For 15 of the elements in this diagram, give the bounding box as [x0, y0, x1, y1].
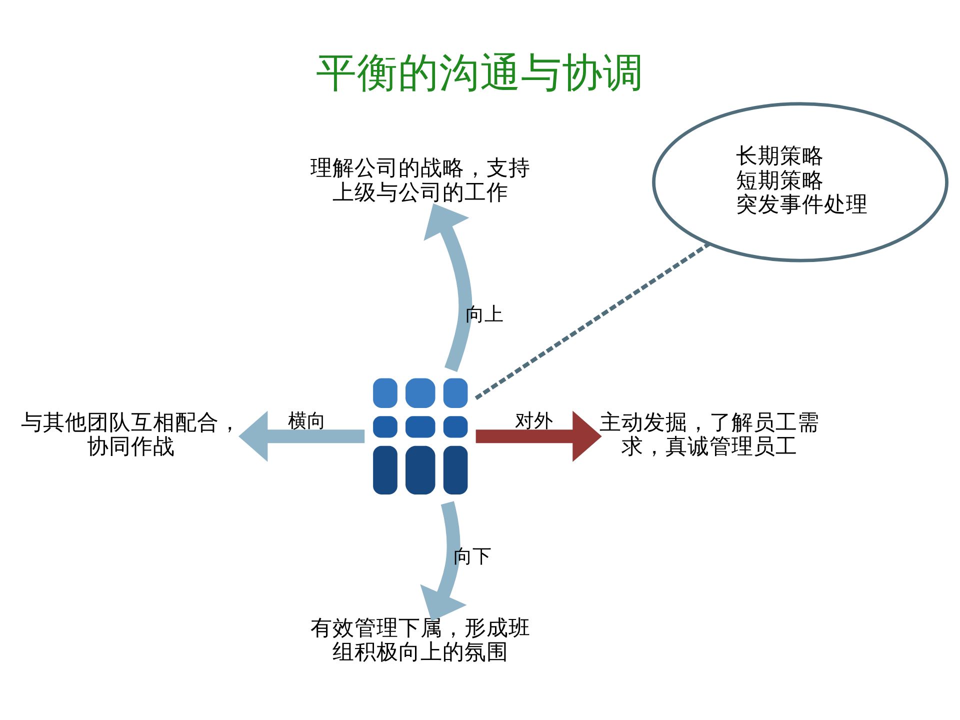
- diagram-title: 平衡的沟通与协调: [316, 48, 644, 96]
- node-text: 有效管理下属，形成班组积极向上的氛围: [310, 616, 530, 666]
- node-ellipse: 长期策略 短期策略 突发事件处理: [652, 102, 948, 262]
- arrow: [476, 410, 602, 462]
- node-text: 主动发掘，了解员工需求，真诚管理员工: [600, 410, 820, 460]
- node-text: 与其他团队互相配合，协同作战: [21, 410, 242, 460]
- edge-label: 横向: [288, 410, 326, 432]
- connector: [474, 242, 710, 400]
- edge-label: 向上: [466, 303, 504, 326]
- arrow: [238, 410, 365, 462]
- node-text: 理解公司的战略，支持上级与公司的工作: [310, 156, 530, 206]
- arrow: [424, 203, 472, 372]
- edge-label: 对外: [514, 410, 553, 432]
- arrow: [420, 501, 467, 622]
- edge-label: 向下: [453, 545, 492, 568]
